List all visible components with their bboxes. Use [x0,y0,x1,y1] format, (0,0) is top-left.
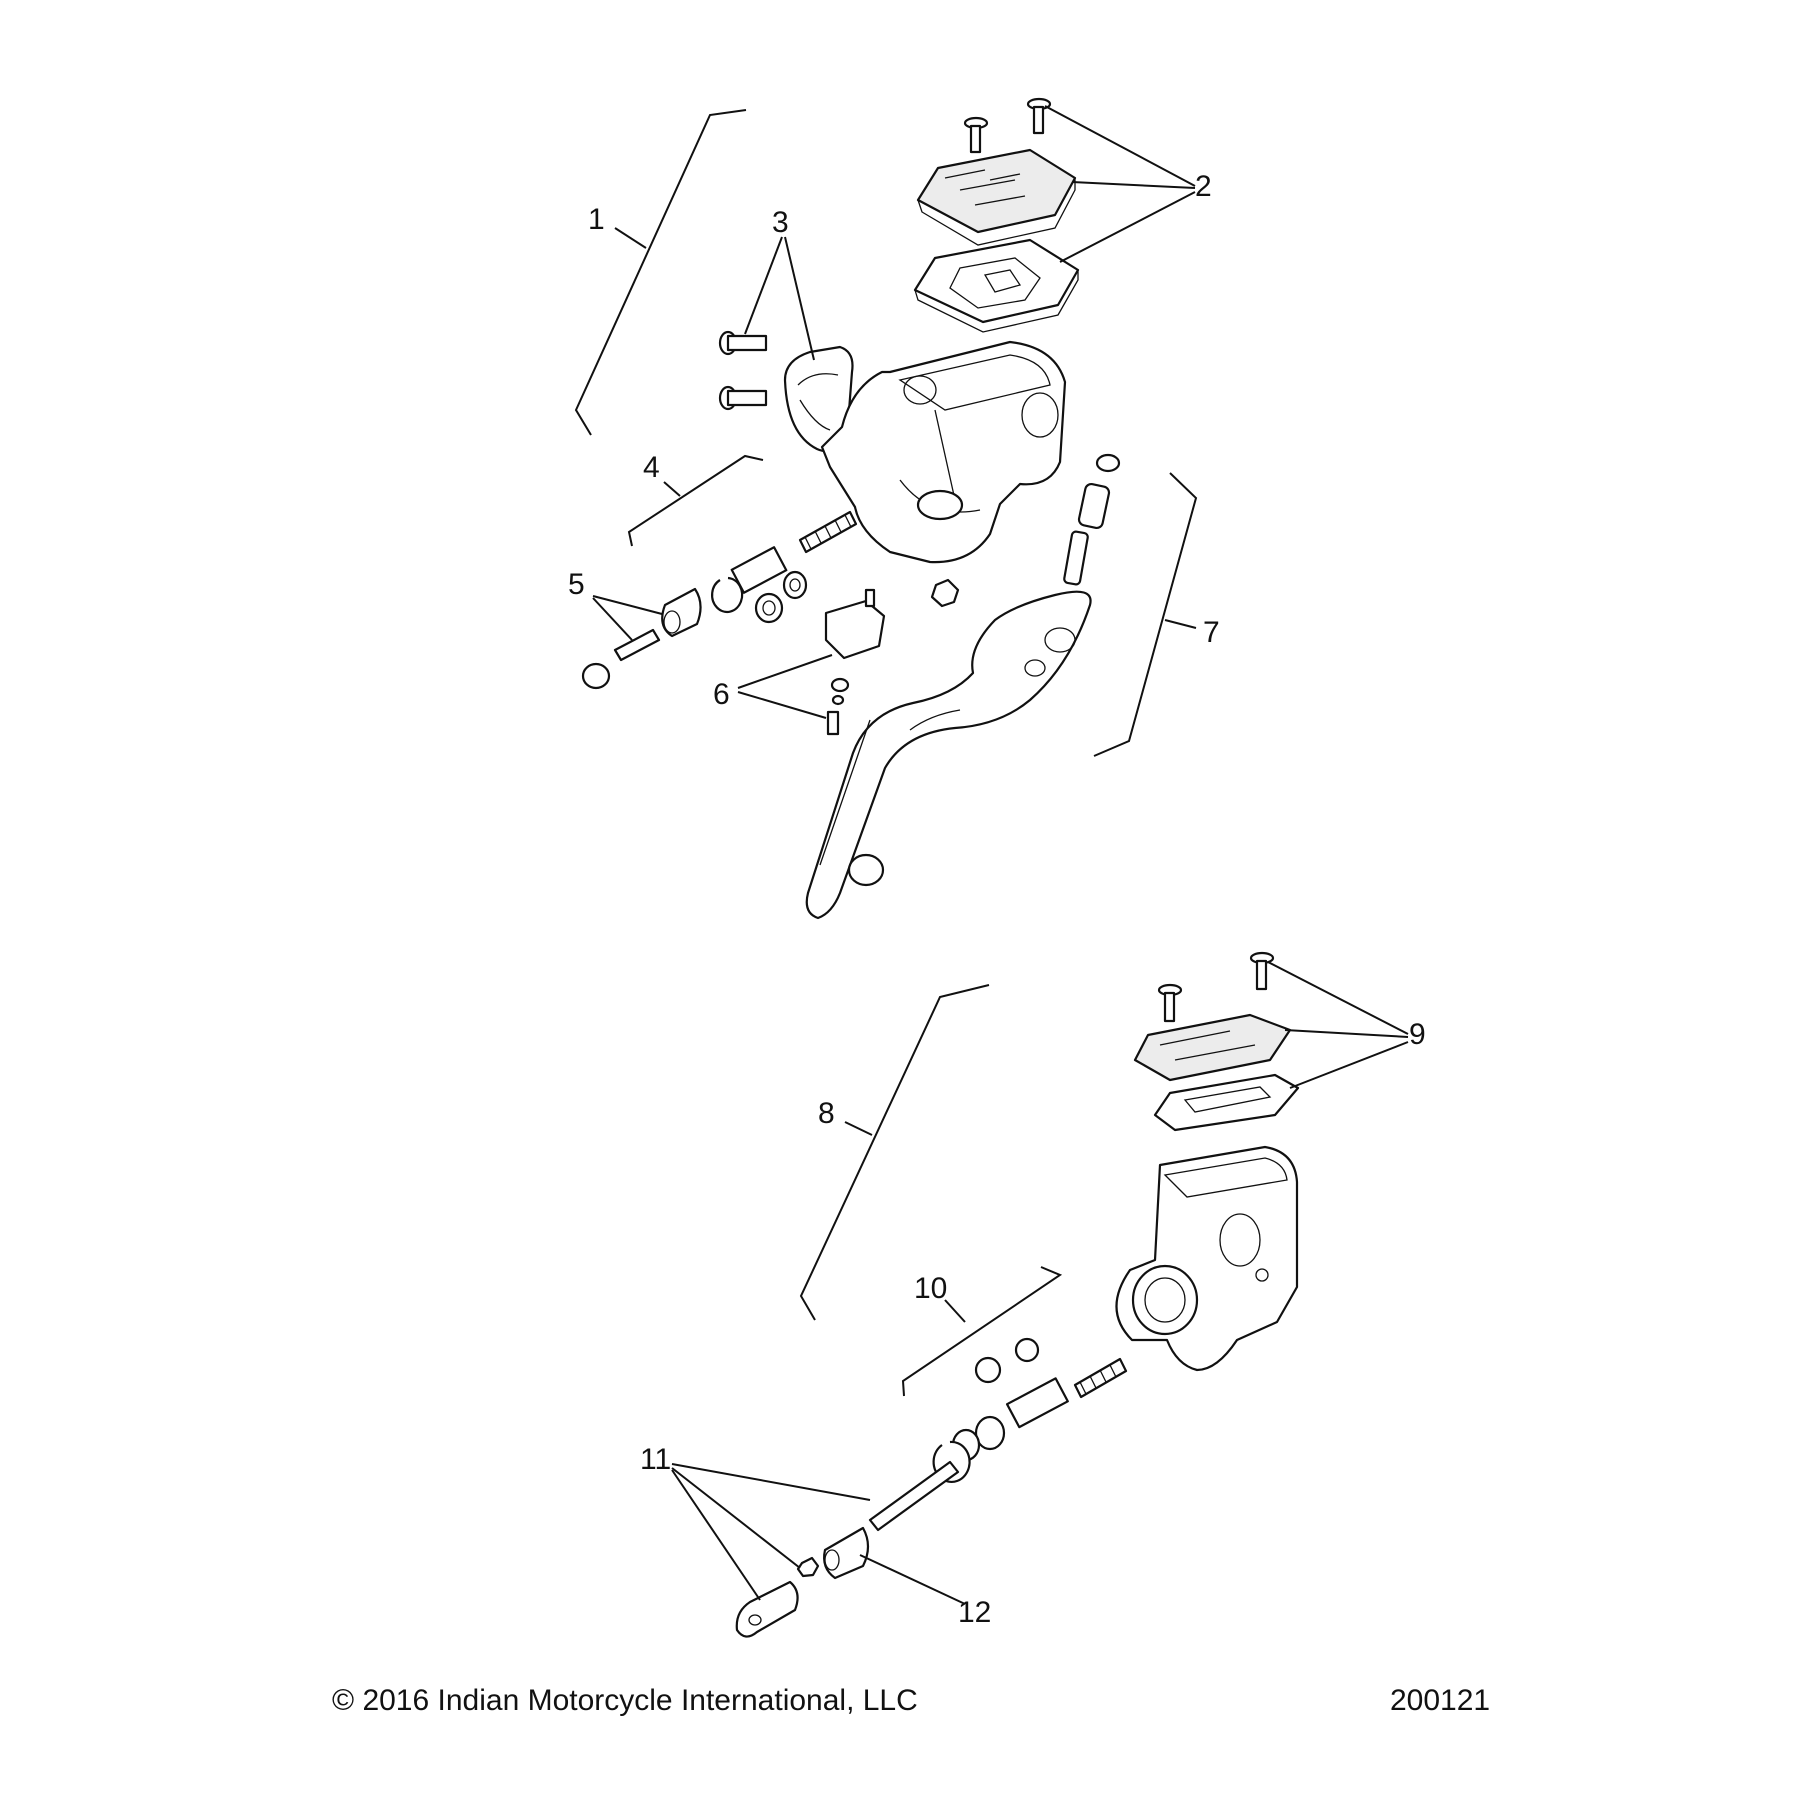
piston-kit [711,510,858,624]
drawing-number: 200121 [1390,1684,1491,1717]
cover-screws [963,97,1052,154]
diaphragm-lower [1153,1073,1300,1132]
brake-light-switch [824,588,886,736]
boot-and-pushrod [581,587,702,690]
lever-pivot-parts [930,453,1121,608]
bracket-8 [799,984,990,1321]
callout-2: 2 [1195,170,1212,203]
callout-9: 9 [1409,1018,1426,1051]
piston-kit-lower [932,1337,1128,1484]
bracket-1 [574,109,747,436]
copyright-text: © 2016 Indian Motorcycle International, … [332,1684,918,1717]
callout-4: 4 [643,451,660,484]
upper-master-cylinder-assembly [574,97,1198,920]
pushrod-and-clevis [735,1460,960,1638]
callout-3: 3 [772,206,789,239]
callout-10: 10 [914,1272,947,1305]
reservoir-cover-lower [1133,1013,1292,1082]
reservoir-cover [916,148,1077,246]
reservoir-diaphragm [913,238,1080,333]
callout-1: 1 [588,203,605,236]
callout-11: 11 [640,1443,671,1476]
callout-5: 5 [568,568,585,601]
callout-12: 12 [958,1596,991,1629]
master-cylinder-body [820,340,1067,564]
bracket-10 [901,1266,1063,1397]
clamp-bolts [718,330,768,411]
leader-1 [614,227,647,249]
cover-screws-lower [1157,951,1275,1023]
bracket-7 [1093,472,1198,757]
lower-master-cylinder-assembly [671,951,1409,1638]
callout-6: 6 [713,678,730,711]
bracket-4 [627,454,764,547]
brake-lever [805,590,1092,920]
callout-8: 8 [818,1097,835,1130]
master-cylinder-body-lower [1115,1145,1299,1372]
callout-7: 7 [1203,616,1220,649]
